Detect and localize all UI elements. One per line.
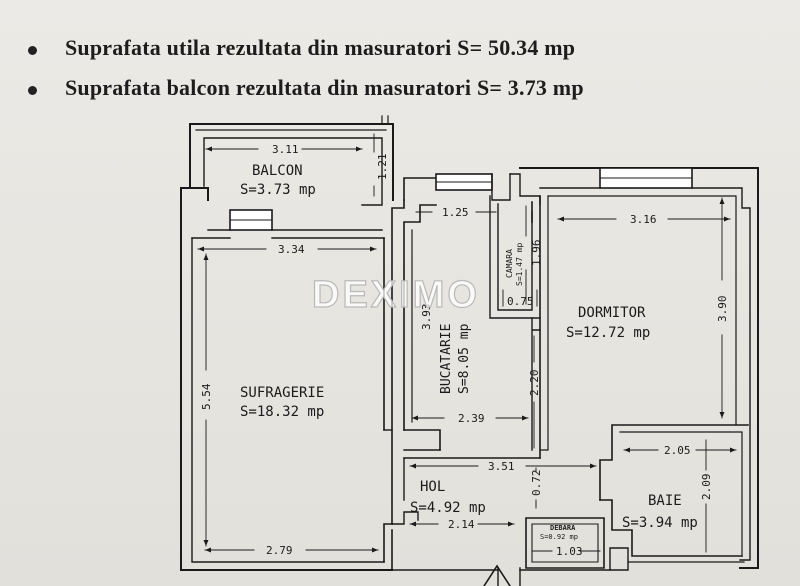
dim-baie-height: 2.09 xyxy=(700,474,713,501)
dim-dormitor-height: 3.90 xyxy=(716,296,729,323)
room-area-dormitor: S=12.72 mp xyxy=(566,325,650,341)
room-area-camara: S=1.47 mp xyxy=(515,242,524,286)
watermark-logo: DEXIMO xyxy=(312,274,480,316)
dim-hol-width: 3.51 xyxy=(488,460,515,473)
room-name-baie: BAIE xyxy=(648,493,682,509)
bedroom-walls xyxy=(519,167,759,569)
dim-sufragerie-bottom: 2.79 xyxy=(266,544,293,557)
summary-item-balcony-area: Suprafata balcon rezultata din masurator… xyxy=(28,68,584,108)
room-name-balcon: BALCON xyxy=(252,163,303,179)
room-name-debara: DEBARA xyxy=(550,524,576,532)
area-summary: Suprafata utila rezultata din masuratori… xyxy=(28,28,584,108)
closet-walls xyxy=(525,517,605,569)
room-area-bucatarie: S=8.05 mp xyxy=(457,323,472,394)
entrance-marker xyxy=(483,564,511,586)
bullet-icon xyxy=(28,85,37,95)
exterior-walls xyxy=(180,187,393,571)
balcony-walls xyxy=(189,115,394,206)
kitchen-walls xyxy=(403,173,541,459)
dim-bucatarie-top: 1.25 xyxy=(442,206,469,219)
pantry-walls xyxy=(489,173,541,459)
dim-baie-width: 2.05 xyxy=(664,444,691,457)
dim-bucatarie-height: 3.93 xyxy=(420,304,433,331)
summary-item-useful-area: Suprafata utila rezultata din masuratori… xyxy=(28,28,584,68)
room-name-camara: CAMARA xyxy=(505,249,514,278)
dim-bucatarie-bottom: 2.39 xyxy=(458,412,485,425)
dim-hol-bottom: 2.14 xyxy=(448,518,475,531)
dimension-lines xyxy=(197,133,737,553)
room-area-debara: S=0.92 mp xyxy=(540,533,578,541)
room-area-baie: S=3.94 mp xyxy=(622,515,698,531)
room-area-hol: S=4.92 mp xyxy=(410,500,486,516)
room-name-sufragerie: SUFRAGERIE xyxy=(240,385,324,401)
dim-sufragerie-width: 3.34 xyxy=(278,243,305,256)
living-room-walls xyxy=(191,199,405,525)
dim-dormitor-width: 3.16 xyxy=(630,213,657,226)
hall-walls xyxy=(391,457,611,586)
dim-debara-width: 1.03 xyxy=(556,545,583,558)
dim-hol-wall: 2.20 xyxy=(528,370,541,397)
dim-sufragerie-height: 5.54 xyxy=(200,383,213,410)
room-area-sufragerie: S=18.32 mp xyxy=(240,404,324,420)
bath-walls xyxy=(599,499,745,571)
room-name-bucatarie: BUCATARIE xyxy=(439,324,454,394)
dim-balcon-width: 3.11 xyxy=(272,143,299,156)
dim-balcon-depth: 1.21 xyxy=(376,154,389,181)
summary-text: Suprafata balcon rezultata din masurator… xyxy=(65,75,584,100)
room-area-balcon: S=3.73 mp xyxy=(240,182,316,198)
summary-text: Suprafata utila rezultata din masuratori… xyxy=(65,35,576,60)
room-name-dormitor: DORMITOR xyxy=(578,305,646,321)
dim-camara-height: 1.96 xyxy=(530,240,543,267)
dim-hol-door: 0.72 xyxy=(530,470,543,497)
dim-camara-width: 0.75 xyxy=(507,295,534,308)
room-name-hol: HOL xyxy=(420,479,445,495)
bullet-icon xyxy=(28,45,37,55)
